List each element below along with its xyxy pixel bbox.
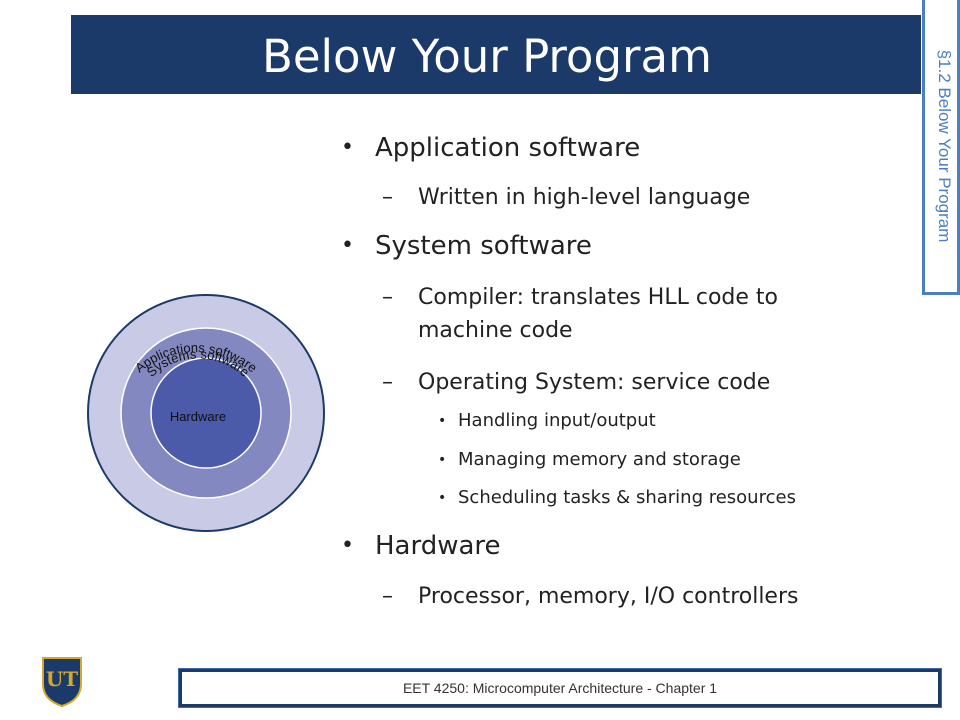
- bullet-text: Hardware: [375, 531, 501, 561]
- bullet-dot: •: [438, 490, 447, 506]
- bullet-dot: •: [438, 413, 447, 429]
- sub-bullet-text: Written in high-level language: [418, 185, 751, 210]
- bullet-dot: •: [438, 452, 447, 468]
- sub-bullet-processor: – Processor, memory, I/O controllers: [382, 580, 858, 613]
- sub-bullet-text: Operating System: service code: [418, 370, 771, 395]
- bullet-system-software: • System software: [341, 230, 592, 262]
- hardware-core: [150, 357, 262, 469]
- section-tab: §1.2 Below Your Program: [922, 0, 960, 295]
- slide-title: Below Your Program: [262, 30, 712, 83]
- sub-sub-bullet-memory: • Managing memory and storage: [438, 447, 741, 473]
- dash-marker: –: [382, 285, 393, 310]
- sub-bullet-text: Processor, memory, I/O controllers: [418, 584, 799, 609]
- footer-bar: EET 4250: Microcomputer Architecture - C…: [178, 668, 942, 708]
- bullet-dot: •: [341, 135, 354, 160]
- bullet-application-software: • Application software: [341, 132, 641, 164]
- title-bar: [71, 15, 921, 94]
- bullet-dot: •: [341, 533, 354, 558]
- bullet-text: Application software: [375, 133, 641, 163]
- sub-sub-bullet-text: Scheduling tasks & sharing resources: [458, 487, 796, 508]
- logo-shield: [42, 657, 82, 708]
- dash-marker: –: [382, 185, 393, 210]
- sub-bullet-operating-system: – Operating System: service code: [382, 366, 858, 399]
- logo-lettering: UT: [46, 667, 78, 691]
- hardware-label: Hardware: [170, 409, 226, 424]
- university-logo: UT: [42, 657, 82, 708]
- footer-text: EET 4250: Microcomputer Architecture - C…: [402, 680, 718, 696]
- sub-sub-bullet-text: Managing memory and storage: [458, 449, 741, 470]
- footer-inner: EET 4250: Microcomputer Architecture - C…: [182, 672, 938, 704]
- dash-marker: –: [382, 584, 393, 609]
- bullet-hardware: • Hardware: [341, 530, 501, 562]
- sub-sub-bullet-scheduling: • Scheduling tasks & sharing resources: [438, 485, 796, 511]
- sub-bullet-compiler: – Compiler: translates HLL code to machi…: [382, 281, 858, 347]
- bullet-text: System software: [375, 231, 592, 261]
- sub-sub-bullet-io: • Handling input/output: [438, 408, 656, 434]
- sub-sub-bullet-text: Handling input/output: [458, 410, 656, 431]
- sub-bullet-text: Compiler: translates HLL code to machine…: [418, 285, 778, 343]
- software-layers-diagram: Applications software Systems software H…: [87, 294, 325, 532]
- section-tab-inner: §1.2 Below Your Program: [925, 0, 957, 292]
- section-tab-label: §1.2 Below Your Program: [935, 49, 954, 243]
- dash-marker: –: [382, 370, 393, 395]
- sub-bullet-written-hll: – Written in high-level language: [382, 181, 858, 214]
- bullet-dot: •: [341, 233, 354, 258]
